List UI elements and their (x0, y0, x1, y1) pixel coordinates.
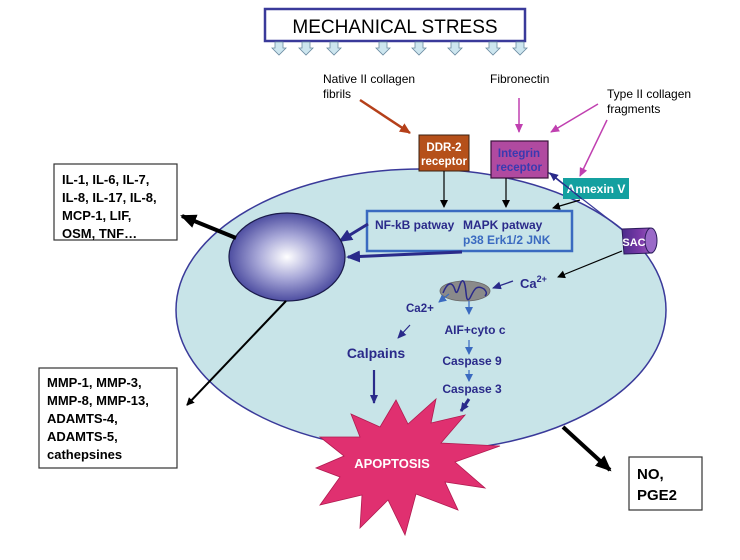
stress-down-arrow-icon (271, 41, 287, 56)
aif-cytochrome-c-label: AIF+cyto c (444, 323, 505, 337)
stress-down-arrow-icon (447, 41, 463, 56)
cytokine-line: OSM, TNF… (62, 226, 137, 241)
ddr2-label-1: DDR-2 (426, 142, 461, 154)
stress-down-arrow-icon (512, 41, 528, 56)
mechanical-stress-box (263, 7, 527, 43)
annexin-to-pathway-arrow (552, 199, 581, 210)
protease-line: ADAMTS-4, (47, 411, 118, 426)
annexin-to-integrin-arrow (549, 172, 583, 200)
cytokines-list: IL-1, IL-6, IL-7, IL-8, IL-17, IL-8, MCP-1… (62, 172, 157, 241)
apoptosis-burst (314, 397, 501, 537)
integrin-receptor (490, 140, 549, 179)
cytokine-line: MCP-1, LIF, (62, 208, 131, 223)
type2-fragments-label-2: fragments (607, 102, 660, 116)
calcium-influx-label: Ca2+ (520, 274, 547, 291)
collagen-to-ddr2-arrow (359, 98, 411, 135)
annexin-v-box (563, 178, 629, 199)
stress-down-arrow-icon (375, 41, 391, 56)
native-collagen-label-1: Native II collagen (323, 72, 415, 86)
ddr2-label-2: receptor (421, 156, 468, 168)
mapk-to-nucleus-arrow (346, 250, 463, 263)
type2-fragments-label-1: Type II collagen (607, 87, 691, 101)
ca2-release-label: Ca2+ (406, 303, 434, 315)
ca2-to-calpains-arrow (397, 324, 411, 339)
mitochondrion (439, 279, 491, 302)
cytokines-box (53, 163, 178, 241)
stress-down-arrow-icon (326, 41, 342, 56)
calcium-to-mitochondria-arrow (492, 280, 514, 290)
annexin-v-label: Annexin V (567, 182, 626, 196)
stress-down-arrow-icon (298, 41, 314, 56)
calpains-label: Calpains (347, 345, 406, 361)
cytokine-line: IL-1, IL-6, IL-7, (62, 172, 149, 187)
proteases-box (38, 367, 178, 469)
fibronectin-label: Fibronectin (490, 72, 549, 86)
mediators-box (628, 456, 703, 511)
stress-down-arrow-icon (485, 41, 501, 56)
integrin-label-1: Integrin (498, 148, 540, 160)
nfkb-to-nucleus-arrow (338, 222, 369, 243)
mapk-pathway-label: MAPK patway (463, 218, 543, 232)
mapk-subtypes-label: p38 Erk1/2 JNK (463, 233, 551, 247)
protease-line: ADAMTS-5, (47, 429, 118, 444)
fragments-to-integrin-arrow (550, 103, 599, 133)
apoptosis-label: APOPTOSIS (354, 456, 430, 471)
signaling-pathway-box (365, 209, 574, 253)
sac-to-calcium-arrow (557, 250, 623, 279)
protease-line: cathepsines (47, 447, 122, 462)
nucleus (228, 212, 346, 302)
integrin-label-2: receptor (496, 162, 543, 174)
nucleus-to-cytokines-arrow (180, 214, 237, 240)
mito-to-ca2-arrow (438, 293, 450, 303)
protease-line: MMP-8, MMP-13, (47, 393, 149, 408)
caspase-3-label: Caspase 3 (442, 382, 502, 396)
caspase-9-label: Caspase 9 (442, 354, 502, 368)
stress-down-arrow-icon (411, 41, 427, 56)
nucleus-to-proteases-arrow (186, 300, 287, 406)
protease-line: MMP-1, MMP-3, (47, 375, 142, 390)
cell-to-mediators-arrow (561, 425, 612, 472)
proteases-list: MMP-1, MMP-3, MMP-8, MMP-13, ADAMTS-4, ADAM… (47, 375, 149, 462)
native-collagen-label-2: fibrils (323, 87, 351, 101)
cytokine-line: IL-8, IL-17, IL-8, (62, 190, 157, 205)
caspase3-to-apoptosis-arrow (459, 398, 471, 412)
mediator-pge2-label: PGE2 (637, 487, 677, 504)
mechanical-stress-title: MECHANICAL STRESS (292, 17, 497, 38)
mediator-no-label: NO, (637, 466, 664, 483)
stress-arrows (271, 41, 528, 56)
sac-channel: SAC (621, 227, 658, 255)
nfkb-pathway-label: NF-kB patway (375, 218, 455, 232)
fragments-to-annexin-arrow (579, 119, 608, 177)
sac-label: SAC (622, 237, 645, 249)
